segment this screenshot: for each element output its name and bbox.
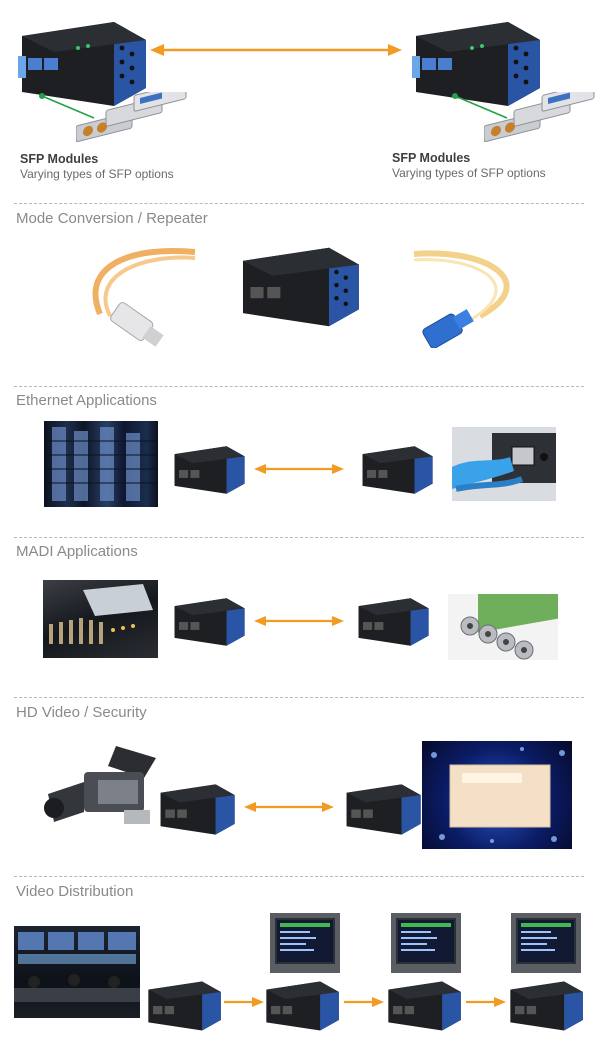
section-title-mode-conversion: Mode Conversion / Repeater [16, 210, 208, 227]
section-title-video-distribution: Video Distribution [16, 883, 134, 900]
arrow-right-icon [224, 997, 264, 1007]
monitor-image [270, 913, 340, 973]
sfp-modules-title: SFP Modules [20, 152, 99, 166]
double-arrow-icon [254, 464, 344, 474]
ethernet-port-image [452, 427, 556, 501]
section-title-ethernet: Ethernet Applications [16, 392, 157, 409]
sfp-modules-image [484, 92, 595, 142]
pointer-line-icon [39, 93, 95, 119]
converter-box [360, 444, 434, 496]
converter-box [356, 596, 430, 648]
section-divider [14, 386, 584, 387]
converter-box [386, 979, 462, 1033]
monitor-image [391, 913, 461, 973]
double-arrow-icon [254, 616, 344, 626]
stage-screen-image [422, 741, 572, 849]
section-divider [14, 537, 584, 538]
converter-box [158, 782, 236, 837]
server-rack-image [44, 421, 158, 507]
sfp-modules-image [76, 92, 187, 142]
converter-box [236, 244, 364, 330]
converter-box [172, 596, 246, 648]
arrow-right-icon [466, 997, 506, 1007]
bnc-connectors-image [448, 594, 558, 660]
mixing-console-image [43, 580, 158, 658]
fiber-cable-image [92, 248, 196, 347]
camera-image [44, 746, 156, 824]
converter-box [412, 18, 542, 110]
arrow-right-icon [344, 997, 384, 1007]
converter-box [508, 979, 584, 1033]
pointer-line-icon [452, 93, 508, 119]
converter-box [172, 444, 246, 496]
converter-box [344, 782, 422, 837]
fiber-cable-image [413, 250, 510, 348]
converter-box [18, 18, 148, 110]
monitor-image [511, 913, 581, 973]
section-divider [14, 876, 584, 877]
section-divider [14, 697, 584, 698]
sfp-modules-title: SFP Modules [392, 151, 471, 165]
control-room-image [14, 926, 140, 1018]
double-arrow-icon [150, 44, 402, 56]
converter-box [264, 979, 340, 1033]
section-title-hd-video: HD Video / Security [16, 704, 147, 721]
section-title-madi: MADI Applications [16, 543, 138, 560]
converter-box [146, 979, 222, 1033]
sfp-modules-subtitle: Varying types of SFP options [20, 167, 174, 181]
double-arrow-icon [244, 802, 334, 812]
sfp-modules-subtitle: Varying types of SFP options [392, 166, 546, 180]
section-divider [14, 203, 584, 204]
